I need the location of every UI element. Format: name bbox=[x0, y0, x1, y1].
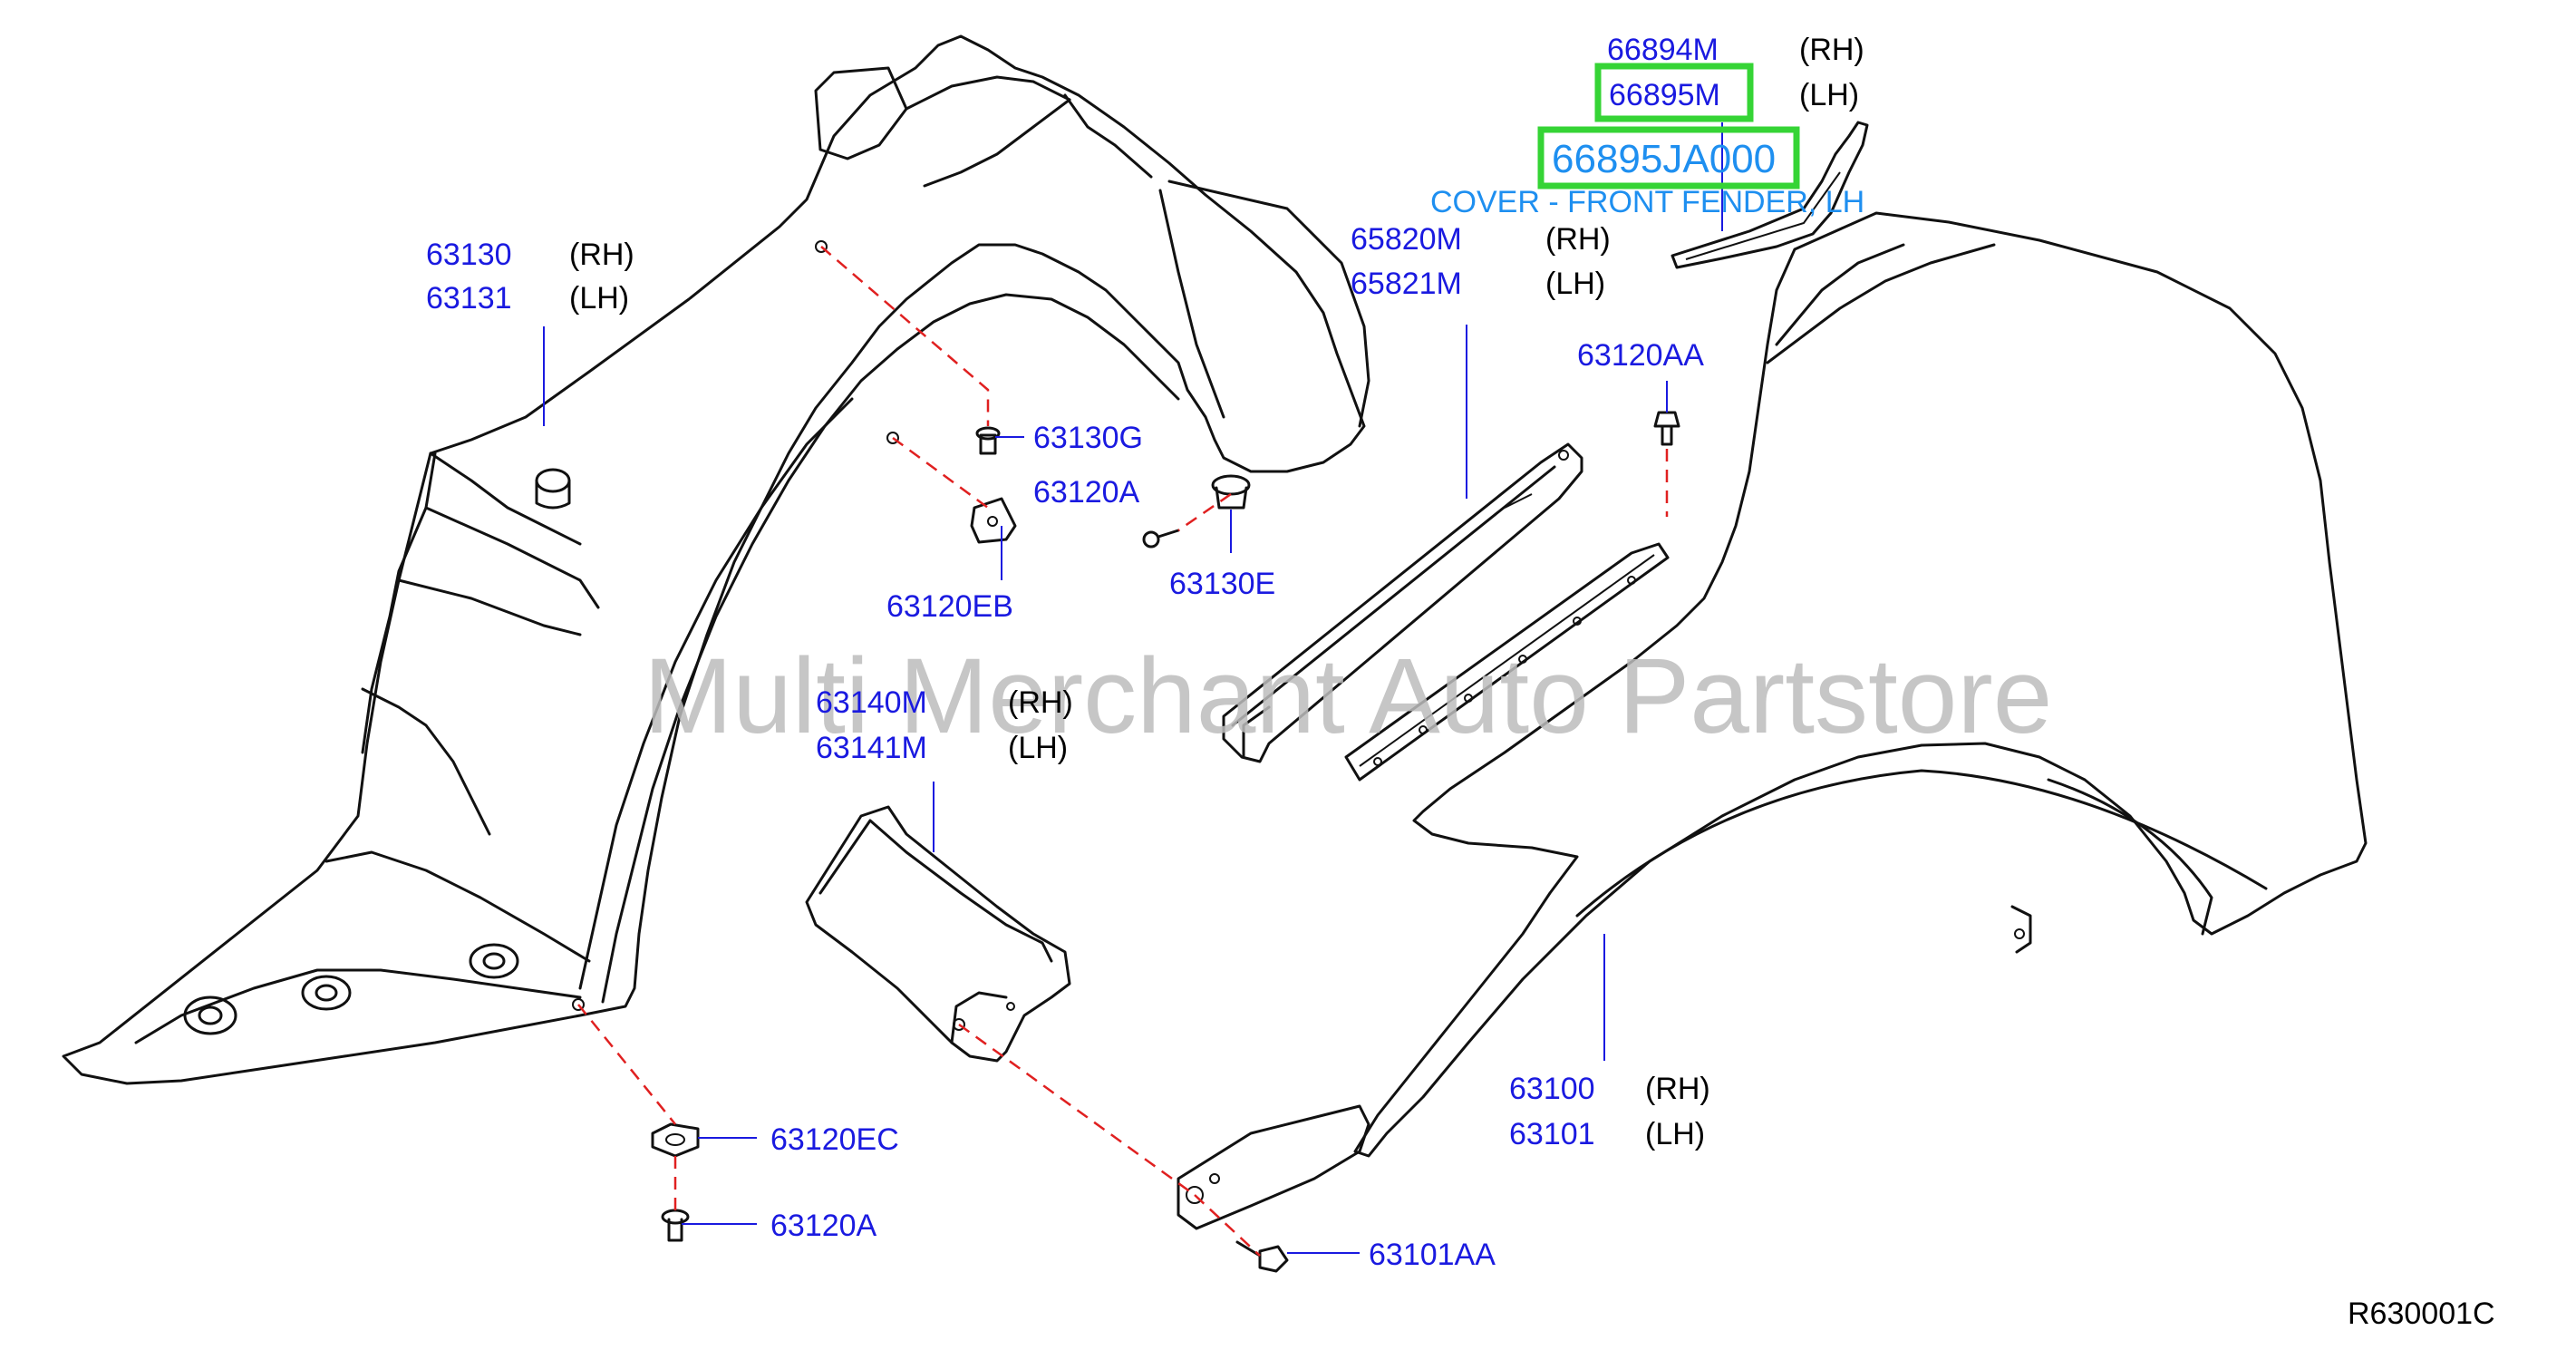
label-63120A-top[interactable]: 63120A bbox=[1033, 475, 1140, 510]
label-63120EC[interactable]: 63120EC bbox=[770, 1122, 899, 1157]
diagram-code: R630001C bbox=[2348, 1297, 2495, 1331]
fender-bracket-part bbox=[1222, 442, 1583, 763]
label-63141M[interactable]: 63141M bbox=[816, 731, 927, 765]
label-63120A-bottom[interactable]: 63120A bbox=[770, 1209, 877, 1243]
highlight-part-number[interactable]: 66895JA000 bbox=[1552, 137, 1776, 181]
label-63131[interactable]: 63131 bbox=[426, 281, 512, 316]
highlight-box-66895M bbox=[1594, 63, 1754, 122]
side-63141M: (LH) bbox=[1008, 731, 1068, 765]
side-66894M: (RH) bbox=[1799, 33, 1864, 67]
side-65821M: (LH) bbox=[1545, 267, 1605, 301]
screw-63120A-bottom bbox=[661, 1209, 690, 1242]
watermark: Multi Merchant Auto Partstore bbox=[644, 636, 2052, 756]
label-63120AA[interactable]: 63120AA bbox=[1577, 338, 1704, 373]
label-66895M[interactable]: 66895M bbox=[1609, 78, 1720, 112]
fender-liner-part bbox=[62, 34, 1370, 1085]
side-63130: (RH) bbox=[569, 238, 634, 272]
side-63131: (LH) bbox=[569, 281, 629, 316]
side-65820M: (RH) bbox=[1545, 222, 1611, 257]
splash-shield-part bbox=[805, 805, 1071, 1063]
label-63100[interactable]: 63100 bbox=[1509, 1072, 1595, 1106]
label-65820M[interactable]: 65820M bbox=[1351, 222, 1462, 257]
bolt-63101AA bbox=[1235, 1240, 1289, 1273]
clip-63130G bbox=[975, 426, 1001, 455]
install-lines bbox=[577, 246, 1669, 1257]
label-63101AA[interactable]: 63101AA bbox=[1369, 1238, 1496, 1272]
side-63101: (LH) bbox=[1645, 1117, 1705, 1151]
side-63140M: (RH) bbox=[1008, 685, 1073, 720]
label-66894M[interactable]: 66894M bbox=[1607, 33, 1719, 67]
highlight-description: COVER - FRONT FENDER, LH bbox=[1430, 185, 1864, 219]
clip-63130E bbox=[1211, 474, 1251, 510]
side-66895M: (LH) bbox=[1799, 78, 1859, 112]
screw-63120A-top bbox=[1142, 529, 1180, 549]
label-63120EB[interactable]: 63120EB bbox=[886, 589, 1013, 624]
label-65821M[interactable]: 65821M bbox=[1351, 267, 1462, 301]
clip-63120EC bbox=[651, 1122, 700, 1158]
front-fender-part bbox=[1177, 211, 2368, 1230]
label-63130G[interactable]: 63130G bbox=[1033, 421, 1143, 455]
label-63130E[interactable]: 63130E bbox=[1169, 567, 1275, 601]
leader-lines bbox=[543, 122, 1723, 1254]
label-63101[interactable]: 63101 bbox=[1509, 1117, 1595, 1151]
label-63140M[interactable]: 63140M bbox=[816, 685, 927, 720]
highlight-box-66895JA000 bbox=[1537, 126, 1800, 189]
side-63100: (RH) bbox=[1645, 1072, 1710, 1106]
label-63130[interactable]: 63130 bbox=[426, 238, 512, 272]
clip-63120EB bbox=[970, 497, 1017, 544]
bolt-63120AA bbox=[1653, 411, 1680, 446]
fender-cover-part bbox=[1671, 121, 1869, 269]
